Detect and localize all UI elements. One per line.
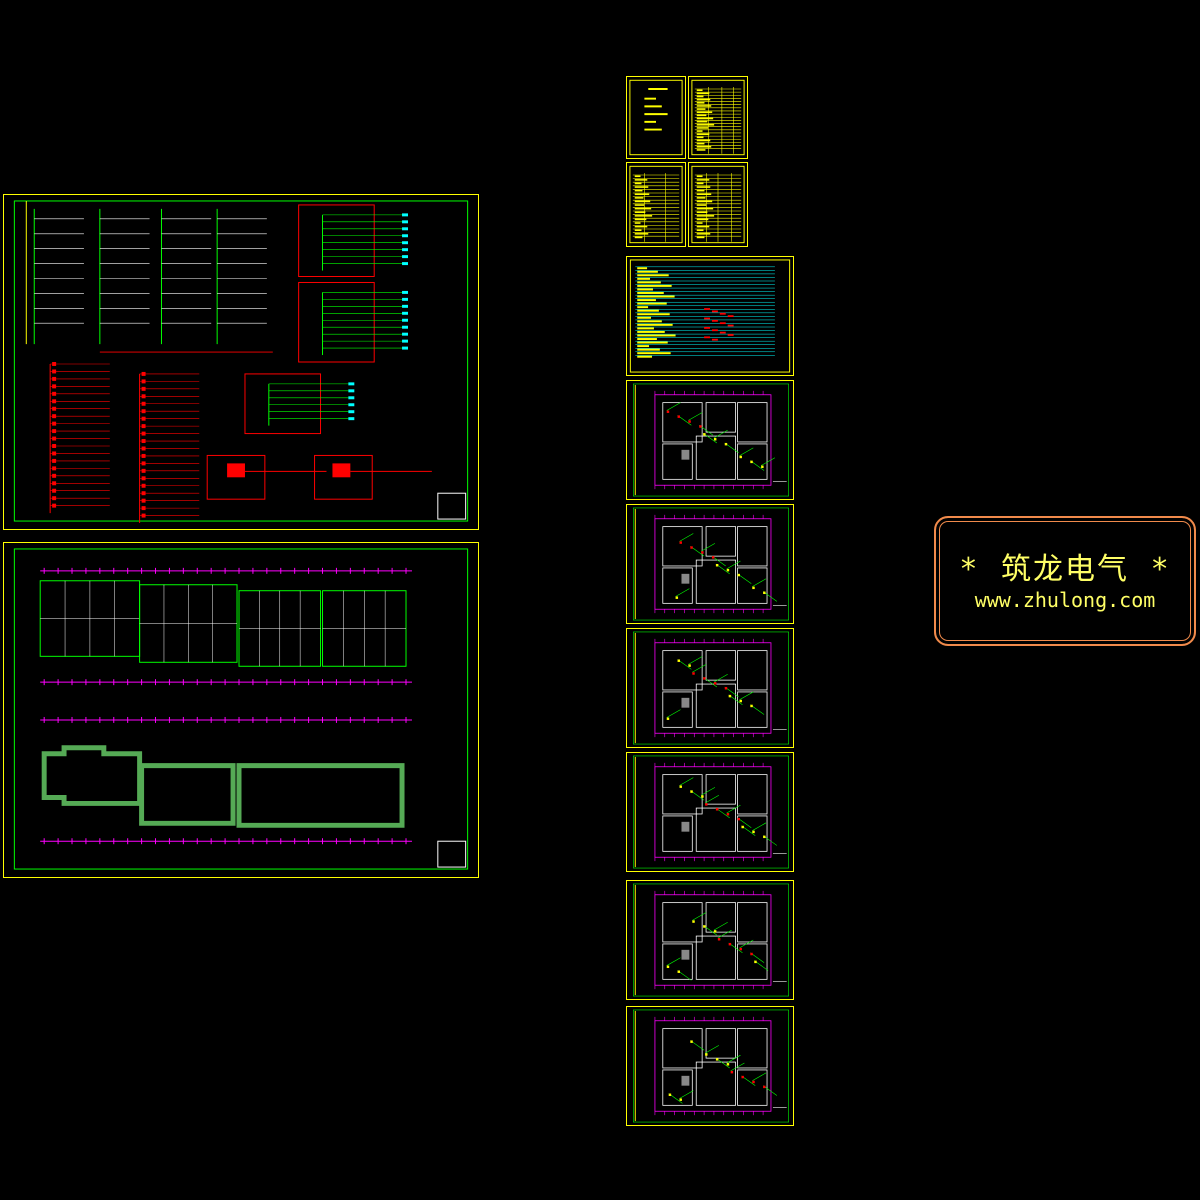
legend-table-drawing (629, 259, 791, 373)
sheet-unit-plan-2[interactable] (626, 504, 794, 624)
materials-a-drawing (629, 165, 683, 244)
unit-plan-drawing (633, 883, 789, 997)
cover-notes-drawing (629, 79, 683, 156)
sheet-system-diagram[interactable] (3, 194, 479, 530)
sheet-overall-plan[interactable] (3, 542, 479, 878)
sheet-legend-table[interactable] (626, 256, 794, 376)
sheet-unit-plan-4[interactable] (626, 752, 794, 872)
index-table-drawing (691, 79, 745, 156)
sheet-cover-notes[interactable] (626, 76, 686, 159)
watermark-logo: * 筑龙电气 * www.zhulong.com (934, 516, 1196, 646)
unit-plan-drawing (633, 631, 789, 745)
sheet-unit-plan-1[interactable] (626, 380, 794, 500)
system-diagram-drawing (13, 200, 469, 524)
overall-plan-drawing (13, 548, 469, 870)
unit-plan-drawing (633, 755, 789, 869)
unit-plan-drawing (633, 383, 789, 497)
sheet-unit-plan-5[interactable] (626, 880, 794, 1000)
materials-b-drawing (691, 165, 745, 244)
watermark-url: www.zhulong.com (974, 588, 1156, 612)
sheet-materials-b[interactable] (688, 162, 748, 247)
sheet-unit-plan-3[interactable] (626, 628, 794, 748)
sheet-unit-plan-6[interactable] (626, 1006, 794, 1126)
unit-plan-drawing (633, 507, 789, 621)
unit-plan-drawing (633, 1009, 789, 1123)
sheet-index-table[interactable] (688, 76, 748, 159)
sheet-materials-a[interactable] (626, 162, 686, 247)
watermark-title: * 筑龙电气 * (960, 552, 1170, 587)
